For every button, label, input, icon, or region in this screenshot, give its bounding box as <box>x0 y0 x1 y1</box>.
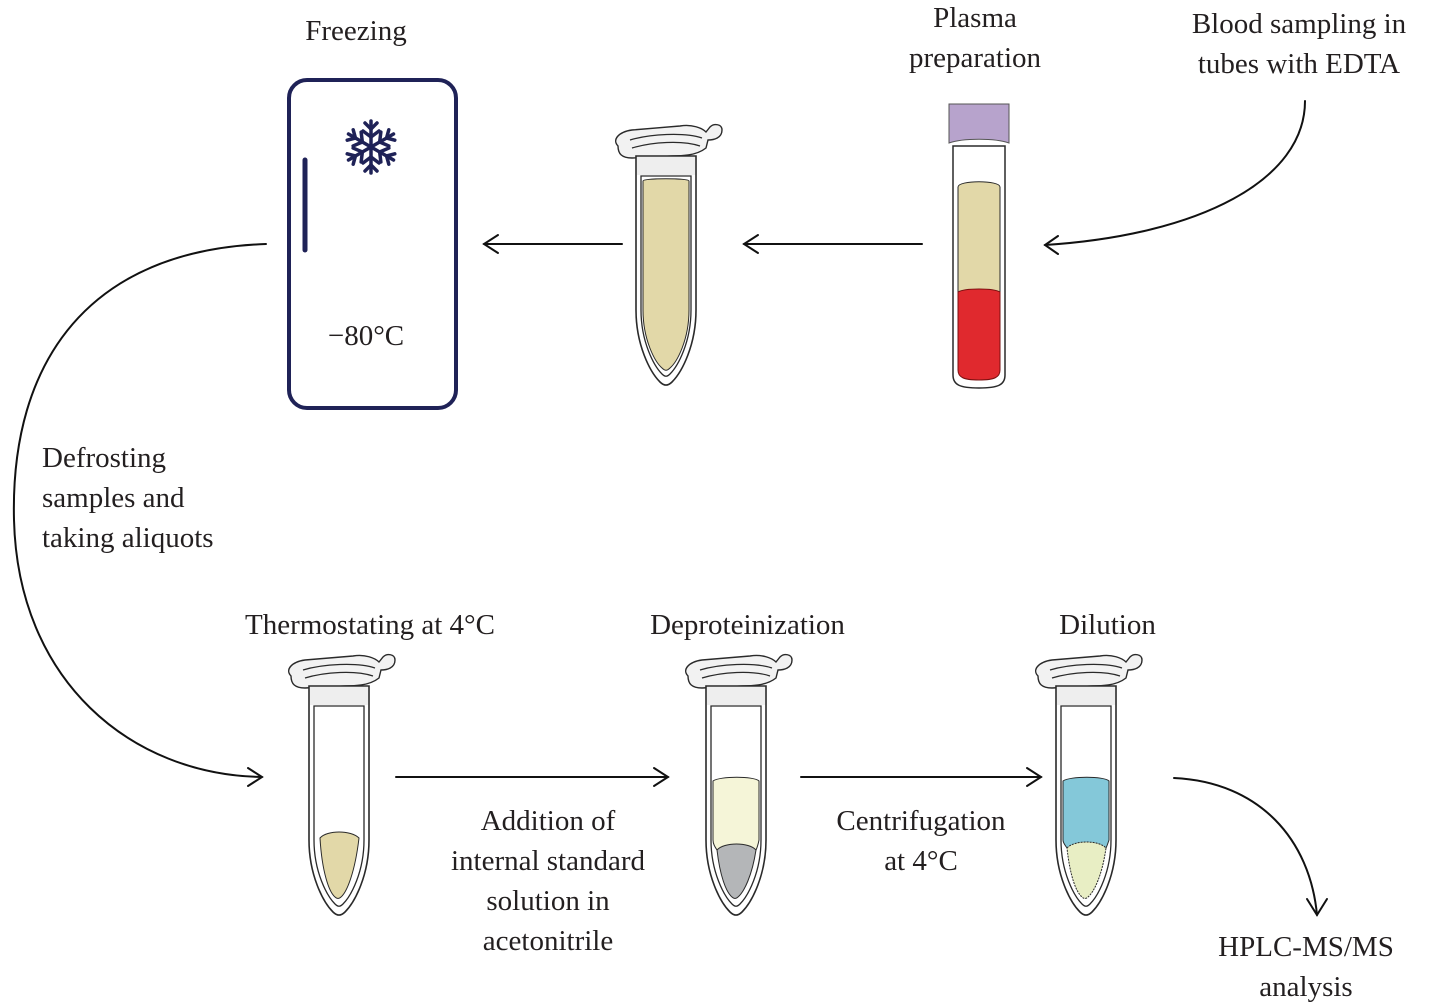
addition-line-1: Addition of <box>480 805 616 837</box>
dilution-label: Dilution <box>1059 609 1156 641</box>
thermostating-label: Thermostating at 4°C <box>245 609 495 641</box>
arrow-dilution-to-analysis <box>1173 777 1328 917</box>
arrow-microtube-to-freezer <box>482 234 623 254</box>
freezer-temperature-label: −80°C <box>327 320 405 352</box>
microcentrifuge-tube-thermostating <box>287 653 396 916</box>
defrosting-label: Defrosting samples and taking aliquots <box>42 438 214 558</box>
addition-line-4: acetonitrile <box>482 925 614 957</box>
freezer-icon <box>287 78 458 410</box>
microcentrifuge-tube-deproteinization <box>684 653 793 916</box>
analysis-line-1: HPLC-MS/MS <box>1218 931 1394 963</box>
defrosting-line-1: Defrosting <box>42 442 167 474</box>
centrifugation-line-1: Centrifugation <box>836 805 1006 837</box>
arrow-tube-to-microtube <box>742 234 923 254</box>
addition-line-2: internal standard <box>450 845 646 877</box>
blood-sampling-label: Blood sampling in tubes with EDTA <box>1168 4 1430 84</box>
microcentrifuge-tube-plasma <box>614 123 723 386</box>
freezing-label: Freezing <box>305 15 407 47</box>
plasma-preparation-label: Plasma preparation <box>875 0 1075 78</box>
centrifugation-line-2: at 4°C <box>884 845 958 877</box>
analysis-line-2: analysis <box>1259 971 1353 1003</box>
blood-sampling-line-2: tubes with EDTA <box>1197 48 1401 80</box>
defrosting-line-2: samples and <box>42 482 185 514</box>
arrow-freezer-to-thermostating <box>12 243 267 787</box>
microcentrifuge-tube-dilution <box>1034 653 1143 916</box>
addition-line-3: solution in <box>486 885 610 917</box>
arrow-blood-to-tube <box>1043 100 1306 255</box>
plasma-preparation-line-1: Plasma <box>933 2 1017 34</box>
arrow-thermostating-to-deproteinization <box>395 767 670 787</box>
vacutainer-tube-icon <box>948 103 1010 389</box>
defrosting-line-3: taking aliquots <box>42 522 214 554</box>
snowflake-icon <box>342 119 400 175</box>
blood-sampling-line-1: Blood sampling in <box>1191 8 1407 40</box>
deproteinization-label: Deproteinization <box>650 609 845 641</box>
addition-label: Addition of internal standard solution i… <box>418 801 678 961</box>
arrow-deproteinization-to-dilution <box>800 767 1043 787</box>
analysis-label: HPLC-MS/MS analysis <box>1186 927 1426 1007</box>
centrifugation-label: Centrifugation at 4°C <box>810 801 1032 881</box>
plasma-preparation-line-2: preparation <box>908 42 1042 74</box>
